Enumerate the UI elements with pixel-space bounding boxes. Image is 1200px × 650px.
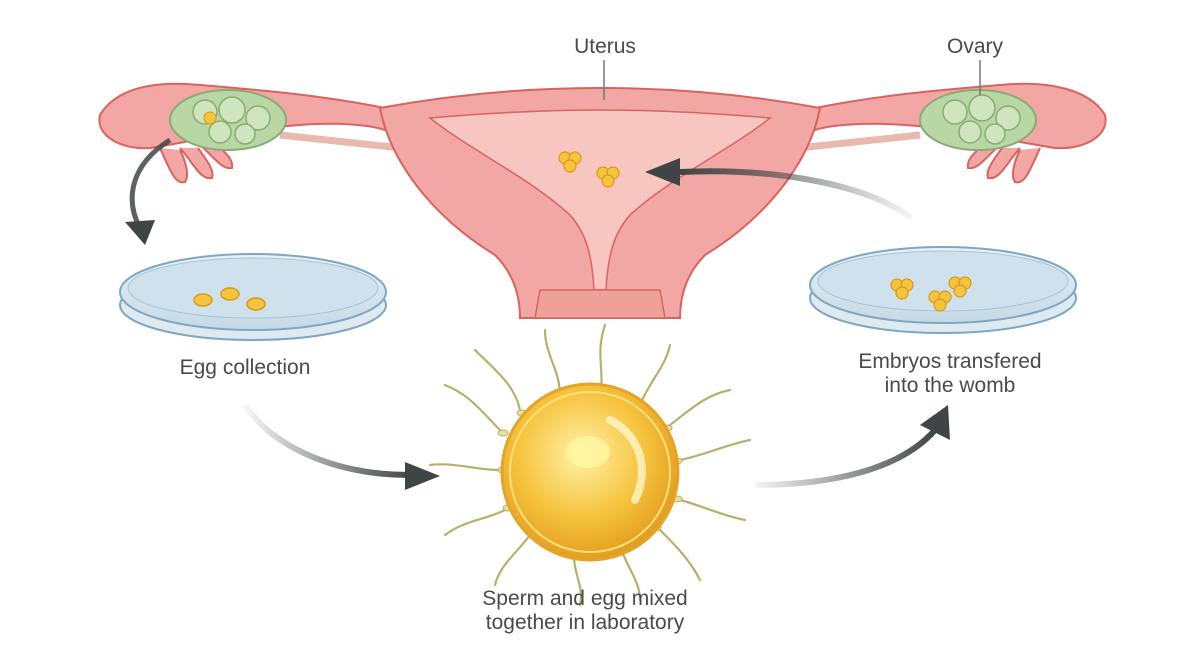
process-arrows [125, 137, 950, 490]
ovary-label: Ovary [946, 35, 1003, 58]
fertilization-label: Sperm and egg mixed together in laborato… [410, 587, 760, 635]
cervix [534, 289, 666, 319]
egg-highlight [606, 416, 646, 504]
arrow-head-dish-to-uterus [645, 158, 680, 186]
embryo-dish [809, 246, 1077, 334]
collected-eggs [193, 287, 266, 311]
fertilization-label-line2: together in laboratory [485, 611, 685, 634]
left-ovary [169, 89, 287, 151]
fertilization-illustration [428, 323, 752, 607]
right-ovary [919, 89, 1037, 151]
embryo-transfer-label-line1: Embryos transfered [858, 350, 1042, 373]
uterus-illustration [98, 60, 1107, 319]
embryo-transfer-label: Embryos transfered into the womb [790, 350, 1110, 398]
arrow-head-ovary-to-dish [125, 220, 155, 245]
arrow-head-lab-to-dish [920, 405, 950, 440]
left-fimbriae [159, 143, 234, 184]
egg-collection-label: Egg collection [179, 356, 311, 379]
egg-collection-dish [119, 253, 387, 341]
arrow-dish-to-lab [242, 403, 411, 478]
arrow-dish-to-uterus [679, 168, 914, 221]
uterine-cavity [428, 109, 772, 291]
egg-nucleus [566, 436, 610, 468]
embryo-transfer-label-line2: into the womb [884, 374, 1016, 397]
egg-zona [509, 391, 671, 553]
egg-cell [500, 382, 680, 562]
uterus-embryos [558, 151, 620, 188]
dish-embryos [890, 276, 972, 312]
arrow-lab-to-dish [754, 428, 938, 488]
arrow-ovary-to-dish [129, 137, 172, 230]
arrow-head-dish-to-lab [405, 462, 440, 490]
fertilization-label-line1: Sperm and egg mixed [482, 587, 688, 610]
uterus-label: Uterus [574, 35, 636, 58]
